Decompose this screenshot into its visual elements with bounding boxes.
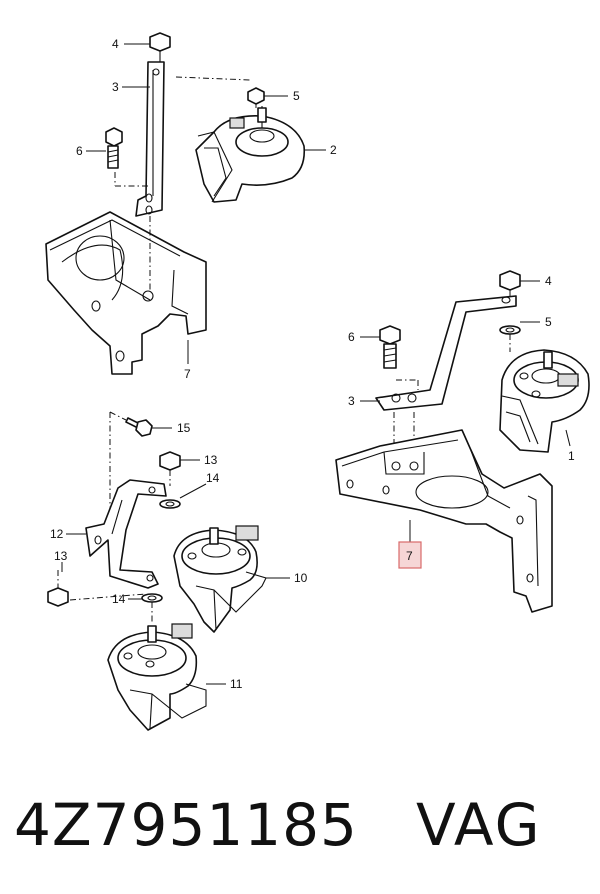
callout-10: 10: [294, 571, 308, 585]
washer-14-icon: [141, 593, 163, 603]
nut-13-icon: [47, 587, 69, 607]
highlight-box: [398, 541, 422, 569]
callout-4: 4: [545, 274, 552, 288]
bolt-6-icon: [379, 325, 401, 369]
assembly-top-left: [45, 32, 306, 375]
callout-6: 6: [76, 144, 83, 158]
washer-5-icon: [247, 87, 265, 105]
bracket-12-icon: [85, 479, 167, 589]
callout-7: 7: [184, 367, 191, 381]
assembly-right: [335, 270, 590, 613]
callout-1: 1: [568, 449, 575, 463]
washer-14-icon: [159, 499, 181, 509]
bolt-15-icon: [125, 417, 153, 437]
callout-6: 6: [348, 330, 355, 344]
horn-10-icon: [173, 525, 267, 633]
part-number: 4Z7951185: [14, 791, 358, 859]
callouts-bottom-left: 15 13 14 12 10 13 14 11: [50, 421, 308, 691]
nut-13-icon: [159, 451, 181, 471]
parts-diagram: 4 3 5 6 2 7: [45, 32, 590, 731]
mount-bracket-7-icon: [45, 211, 207, 375]
callout-14: 14: [206, 471, 220, 485]
callout-13-lower: 13: [54, 549, 68, 563]
callout-3: 3: [112, 80, 119, 94]
callout-11: 11: [230, 677, 243, 691]
callout-14-lower: 14: [112, 592, 126, 606]
bolt-6-icon: [105, 127, 123, 169]
horn-1-icon: [499, 349, 590, 453]
bent-strap-3-icon: [375, 295, 517, 411]
callout-5: 5: [293, 89, 300, 103]
brand-name: VAG: [415, 791, 542, 859]
horn-2-icon: [195, 106, 306, 203]
callouts-right: 4 5 6 3 1 7: [348, 274, 575, 569]
mount-bracket-7-icon: [335, 429, 553, 613]
nut-4-icon: [149, 32, 171, 62]
callouts-top-left: 4 3 5 6 2 7: [76, 37, 337, 381]
nut-4-icon: [499, 270, 521, 291]
callout-4: 4: [112, 37, 119, 51]
part-footer: 4Z7951185 VAG: [14, 780, 594, 870]
callout-3: 3: [348, 394, 355, 408]
callout-15: 15: [177, 421, 191, 435]
callout-2: 2: [330, 143, 337, 157]
callout-7-highlighted: 7: [406, 549, 413, 563]
callout-5: 5: [545, 315, 552, 329]
callout-12: 12: [50, 527, 64, 541]
horn-11-icon: [107, 623, 207, 731]
washer-5-icon: [499, 325, 521, 335]
strip-bracket-3-icon: [135, 61, 165, 217]
callout-13: 13: [204, 453, 218, 467]
assembly-bottom-left: [47, 411, 267, 731]
